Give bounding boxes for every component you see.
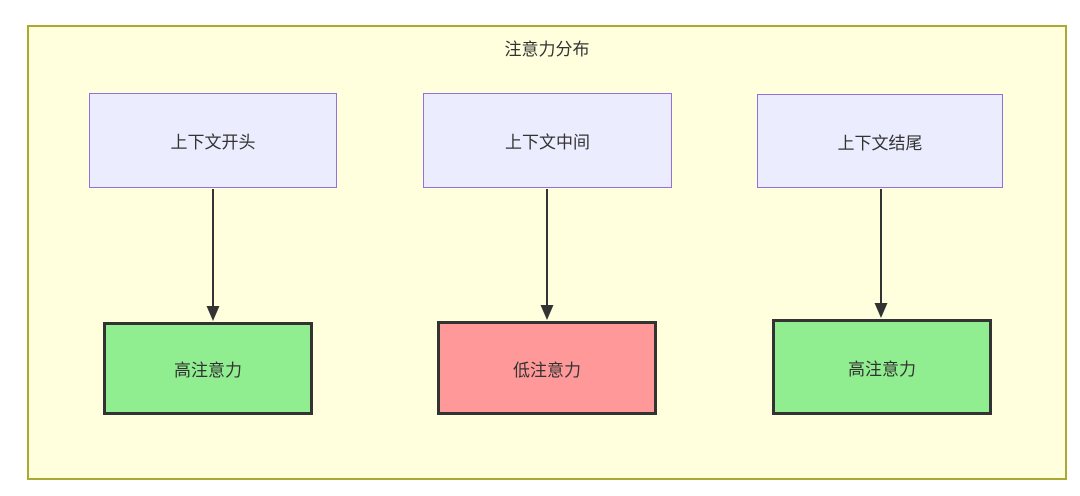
node-low-attention-middle: 低注意力 [437, 321, 657, 415]
node-context-end: 上下文结尾 [757, 94, 1003, 188]
node-high-attention-start: 高注意力 [103, 322, 313, 415]
attention-distribution-cluster: 注意力分布 上下文开头 上下文中间 上下文结尾 高注意力 低注意力 高注意力 [27, 25, 1067, 480]
node-context-end-label: 上下文结尾 [837, 133, 923, 153]
node-context-middle: 上下文中间 [423, 93, 672, 188]
node-high-attention-end-label: 高注意力 [848, 359, 916, 379]
node-context-start: 上下文开头 [89, 93, 337, 188]
cluster-title: 注意力分布 [504, 40, 590, 59]
node-high-attention-start-label: 高注意力 [174, 361, 242, 380]
node-high-attention-end: 高注意力 [772, 319, 992, 415]
node-context-start-label: 上下文开头 [170, 133, 256, 152]
node-context-middle-label: 上下文中间 [505, 133, 590, 152]
node-low-attention-middle-label: 低注意力 [513, 360, 581, 380]
